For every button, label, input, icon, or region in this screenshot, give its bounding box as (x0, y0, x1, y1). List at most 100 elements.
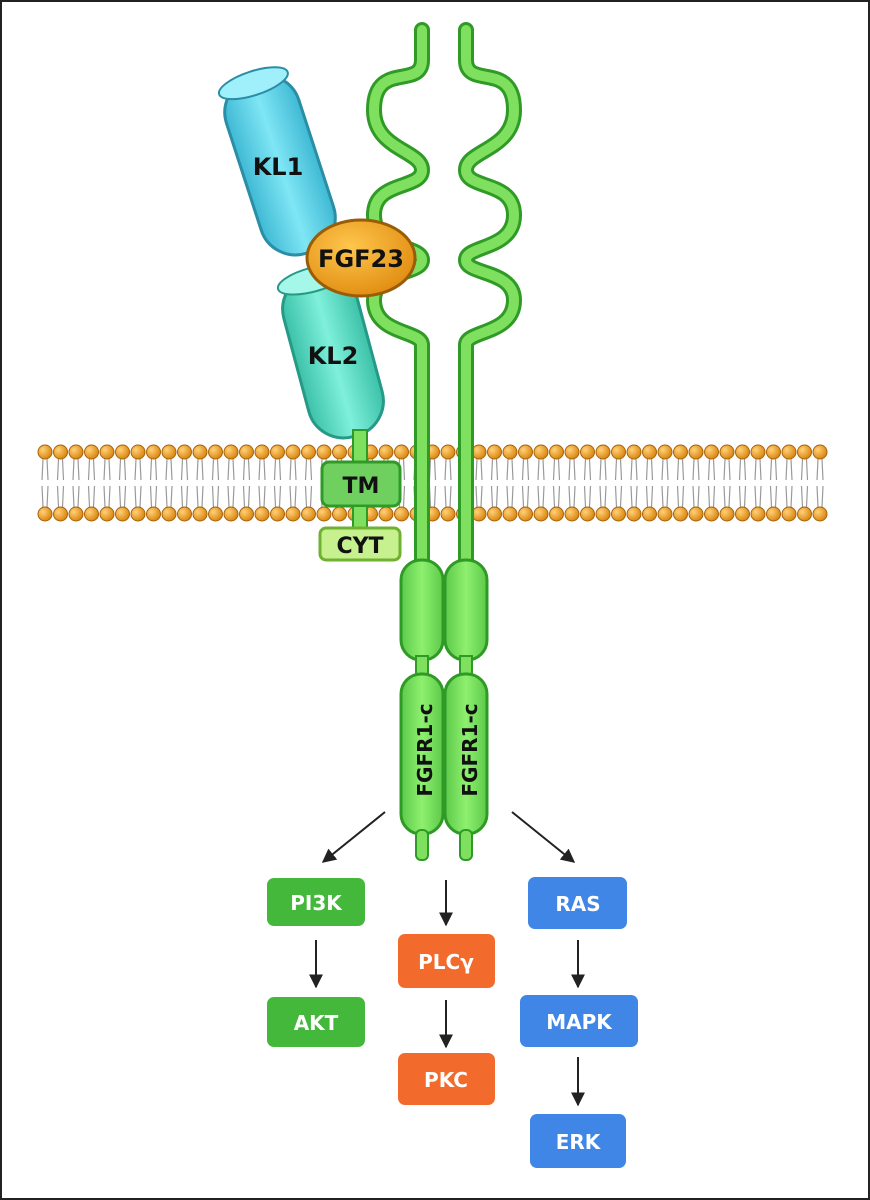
lipid-head (642, 506, 657, 522)
lipid-head (68, 506, 84, 522)
lipid-head (673, 444, 688, 460)
lipid-head (99, 506, 115, 522)
lipid-head (115, 506, 130, 522)
lipid-head (471, 444, 487, 460)
lipid-head (812, 444, 828, 460)
tm-label: TM (343, 474, 380, 499)
lipid-tail (785, 458, 793, 508)
lipid-head (316, 444, 332, 460)
plc-label: PLCγ (418, 950, 474, 974)
kinase-domain-1 (399, 558, 445, 662)
lipid-tail (645, 458, 654, 508)
lipid-head (68, 444, 84, 460)
lipid-head (53, 506, 68, 522)
lipid-head (750, 506, 766, 522)
lipid-head (766, 506, 781, 522)
lipid-head (84, 506, 99, 522)
lipid-tail (118, 458, 127, 508)
lipid-head (595, 506, 611, 522)
mapk-box: MAPK (520, 995, 638, 1047)
arrow-to-pi3k (321, 811, 386, 863)
cyt-domain: CYT (318, 526, 402, 562)
lipid-head (487, 506, 502, 522)
lipid-head (502, 444, 518, 460)
lipid-head (53, 444, 68, 460)
lipid-head (332, 506, 347, 522)
lipid-head (812, 506, 828, 522)
fgf23-ligand: FGF23 (305, 218, 417, 298)
lipid-head (161, 444, 177, 460)
lipid-tail (506, 458, 514, 508)
lipid-tail (490, 458, 499, 508)
lipid-tail (444, 458, 452, 508)
lipid-tail (692, 458, 700, 508)
lipid-tail (428, 458, 437, 508)
lipid-head (766, 444, 781, 460)
lipid-head (130, 444, 146, 460)
lipid-tail (41, 458, 49, 508)
lipid-head (487, 444, 502, 460)
lipid-head (223, 444, 239, 460)
fgf23-label: FGF23 (318, 245, 404, 273)
pkc-label: PKC (424, 1068, 468, 1092)
lipid-head (564, 444, 580, 460)
lipid-head (626, 444, 642, 460)
lipid-head (797, 506, 812, 522)
lipid-tail (599, 458, 607, 508)
lipid-tail (552, 458, 561, 508)
lipid-head (223, 506, 239, 522)
lipid-head (208, 506, 223, 522)
kl2-label: KL2 (308, 342, 359, 370)
lipid-head (84, 444, 99, 460)
lipid-tail (614, 458, 623, 508)
lipid-head (37, 506, 53, 522)
lipid-tail (134, 458, 142, 508)
lipid-head (642, 444, 657, 460)
ras-label: RAS (555, 892, 600, 916)
lipid-tail (475, 458, 483, 508)
akt-box: AKT (267, 997, 365, 1047)
lipid-tail (676, 458, 685, 508)
lipid-tail (227, 458, 235, 508)
akt-label: AKT (294, 1011, 339, 1035)
pi3k-box: PI3K (267, 878, 365, 926)
lipid-tail (258, 458, 266, 508)
lipid-head (440, 444, 456, 460)
lipid-head (332, 444, 347, 460)
lipid-tail (289, 458, 297, 508)
tm-cyt-link (352, 505, 368, 531)
lipid-head (797, 444, 812, 460)
lipid-tail (630, 458, 638, 508)
lipid-tail (196, 458, 204, 508)
arrow-to-ras (511, 811, 576, 863)
receptor-tail (415, 829, 429, 861)
lipid-head (146, 444, 161, 460)
lipid-tail (180, 458, 189, 508)
lipid-head (177, 506, 192, 522)
lipid-tail (72, 458, 80, 508)
lipid-tail (242, 458, 251, 508)
lipid-tail (149, 458, 158, 508)
lipid-head (502, 506, 518, 522)
lipid-head (580, 444, 595, 460)
lipid-tail (273, 458, 282, 508)
lipid-head (719, 444, 735, 460)
lipid-head (161, 506, 177, 522)
lipid-head (719, 506, 735, 522)
pkc-box: PKC (398, 1053, 495, 1105)
signal-arrows (309, 811, 585, 1107)
lipid-tail (103, 458, 111, 508)
kl1-label: KL1 (253, 153, 304, 181)
receptor-fill (460, 25, 520, 565)
lipid-head (781, 444, 797, 460)
lipid-tail (537, 458, 545, 508)
lipid-head (254, 444, 270, 460)
lipid-tail (707, 458, 716, 508)
lipid-head (239, 444, 254, 460)
fgfr-left-label: FGFR1-c (413, 703, 437, 796)
cyt-label: CYT (336, 534, 383, 559)
lipid-head (518, 444, 533, 460)
lipid-tail (521, 458, 530, 508)
lipid-head (549, 506, 564, 522)
